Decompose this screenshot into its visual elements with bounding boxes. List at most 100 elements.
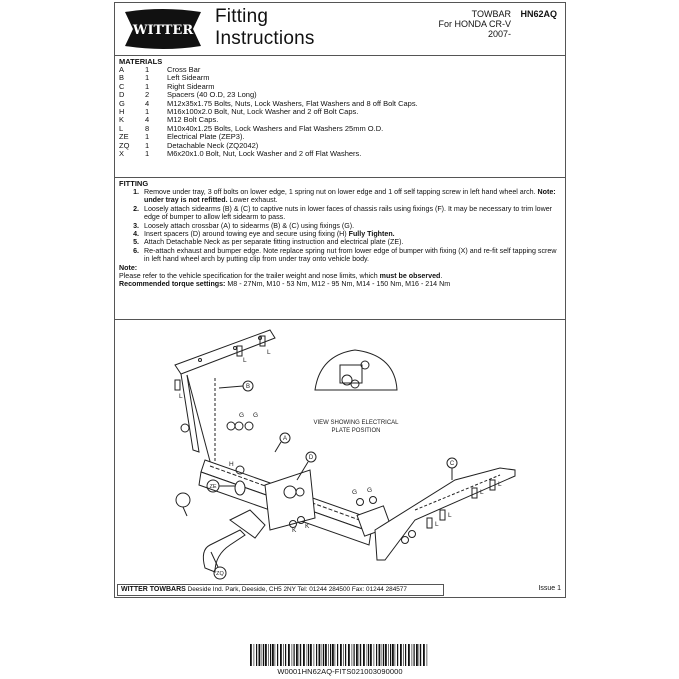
material-qty: 1 [145, 81, 150, 91]
fitting-step: 6.Re-attach exhaust and bumper edge. Not… [119, 247, 561, 264]
svg-text:G: G [352, 489, 357, 496]
svg-text:B: B [246, 384, 250, 390]
svg-text:L: L [179, 393, 183, 400]
material-desc: M16x100x2.0 Bolt, Nut, Lock Washer and 2… [167, 107, 359, 117]
step-number: 5. [133, 238, 139, 247]
step-number: 4. [133, 230, 139, 239]
instruction-sheet: WITTER Fitting Instructions TOWBAR For H… [114, 2, 566, 598]
material-qty: 1 [145, 132, 150, 142]
torque-settings: Recommended torque settings: M8 - 27Nm, … [119, 280, 451, 289]
vehicle-info: TOWBAR For HONDA CR-V 2007- [438, 9, 511, 39]
electrical-plate-inset [314, 349, 398, 391]
material-letter: G [119, 98, 125, 108]
material-letter: L [119, 123, 124, 133]
step-number: 3. [133, 221, 139, 230]
material-letter: H [119, 107, 125, 117]
material-desc: M12x35x1.75 Bolts, Nuts, Lock Washers, F… [167, 98, 418, 108]
barcode-text: W0001HN62AQ-FITS021003090000 [277, 667, 403, 676]
svg-text:VIEW SHOWING ELECTRICAL: VIEW SHOWING ELECTRICAL [313, 420, 399, 426]
material-letter: A [119, 65, 125, 74]
fitting-step: 5. Attach Detachable Neck as per separate… [119, 238, 561, 246]
svg-text:PLATE POSITION: PLATE POSITION [332, 428, 381, 434]
tow-bracket-drawing [235, 465, 316, 531]
fitting-step: 1. Remove under tray, 3 off bolts on lowe… [119, 188, 561, 205]
exploded-view-drawing: VIEW SHOWING ELECTRICAL PLATE POSITION A… [174, 329, 516, 580]
material-desc: M6x20x1.0 Bolt, Nut, Lock Washer and 2 o… [167, 149, 362, 159]
material-desc: Electrical Plate (ZEP3). [167, 132, 245, 142]
callout-c: C [446, 457, 458, 480]
material-qty: 1 [145, 73, 150, 83]
callout-d: D [296, 451, 317, 481]
svg-text:G: G [253, 412, 258, 419]
callout-a: A [274, 432, 291, 453]
material-letter: K [119, 115, 125, 125]
material-letter: ZQ [119, 140, 130, 150]
step-text: Attach Detachable Neck as per separate f… [144, 238, 404, 247]
material-letter: B [119, 73, 125, 83]
material-letter: ZE [119, 132, 129, 142]
step-text: Loosely attach crossbar (A) to sidearms … [144, 221, 355, 230]
svg-text:K: K [305, 523, 310, 530]
material-desc: Detachable Neck (ZQ2042) [167, 140, 259, 150]
material-letter: X [119, 149, 125, 159]
note-block: Note: Please refer to the vehicle specif… [119, 264, 561, 289]
svg-text:G: G [367, 487, 372, 494]
note-text: Please refer to the vehicle specificatio… [119, 272, 443, 281]
step-text: Insert spacers (D) around towing eye and… [144, 230, 395, 239]
material-row: K 4 M12 Bolt Caps. [119, 115, 561, 125]
fitting-step: 3. Loosely attach crossbar (A) to sidearm… [119, 222, 561, 230]
part-code: HN62AQ [520, 9, 557, 19]
svg-text:L: L [448, 512, 452, 519]
svg-text:K: K [292, 527, 297, 534]
material-letter: C [119, 81, 125, 91]
material-row: G 4 M12x35x1.75 Bolts, Nuts, Lock Washers,… [119, 98, 561, 108]
step-text: Loosely attach sidearms (B) & (C) to cap… [144, 204, 553, 222]
header: WITTER Fitting Instructions TOWBAR For H… [115, 3, 565, 56]
bolt-l-group [174, 335, 266, 391]
material-row: D 2 Spacers (40 O.D, 23 Long) [119, 90, 561, 100]
detachable-neck-drawing [175, 480, 266, 573]
material-row: C 1 Right Sidearm [119, 81, 561, 91]
svg-text:A: A [283, 436, 287, 442]
fitting-steps: 1. Remove under tray, 3 off bolts on lowe… [119, 188, 561, 264]
step-text: Remove under tray, 3 off bolts on lower … [144, 188, 556, 205]
callout-zq: ZQ [210, 551, 227, 580]
left-sidearm-drawing [174, 329, 276, 481]
material-qty: 8 [145, 123, 150, 133]
materials-title: MATERIALS [119, 57, 163, 66]
bolt-g-left [180, 421, 254, 433]
material-letter: D [119, 90, 125, 100]
svg-text:WITTER: WITTER [132, 23, 193, 38]
material-qty: 4 [145, 98, 150, 108]
svg-text:D: D [309, 455, 314, 461]
material-desc: Spacers (40 O.D, 23 Long) [167, 90, 257, 100]
note-title: Note: [119, 263, 138, 272]
svg-text:H: H [229, 461, 234, 468]
callout-b: B [218, 380, 254, 392]
step-text: Re-attach exhaust and bumper edge. Note … [144, 246, 557, 264]
fitting-section: FITTING 1.Remove under tray, 3 off bolts… [115, 177, 565, 290]
assembly-diagram: VIEW SHOWING ELECTRICAL PLATE POSITION A… [115, 319, 565, 584]
svg-text:L: L [243, 357, 247, 364]
step-number: 1. [133, 188, 139, 196]
material-qty: 1 [145, 140, 150, 150]
right-sidearm-drawing [374, 467, 516, 561]
material-qty: 2 [145, 90, 150, 100]
material-row: ZQ 1 Detachable Neck (ZQ2042) [119, 140, 561, 150]
step-number: 2. [133, 204, 139, 213]
callout-ze: ZE [206, 479, 235, 493]
witter-logo: WITTER [125, 9, 201, 49]
svg-text:L: L [435, 521, 439, 528]
material-desc: M12 Bolt Caps. [167, 115, 219, 125]
material-desc: Right Sidearm [167, 81, 215, 91]
barcode [250, 644, 428, 666]
fitting-step: 4. Insert spacers (D) around towing eye a… [119, 230, 561, 238]
material-qty: 4 [145, 115, 150, 125]
